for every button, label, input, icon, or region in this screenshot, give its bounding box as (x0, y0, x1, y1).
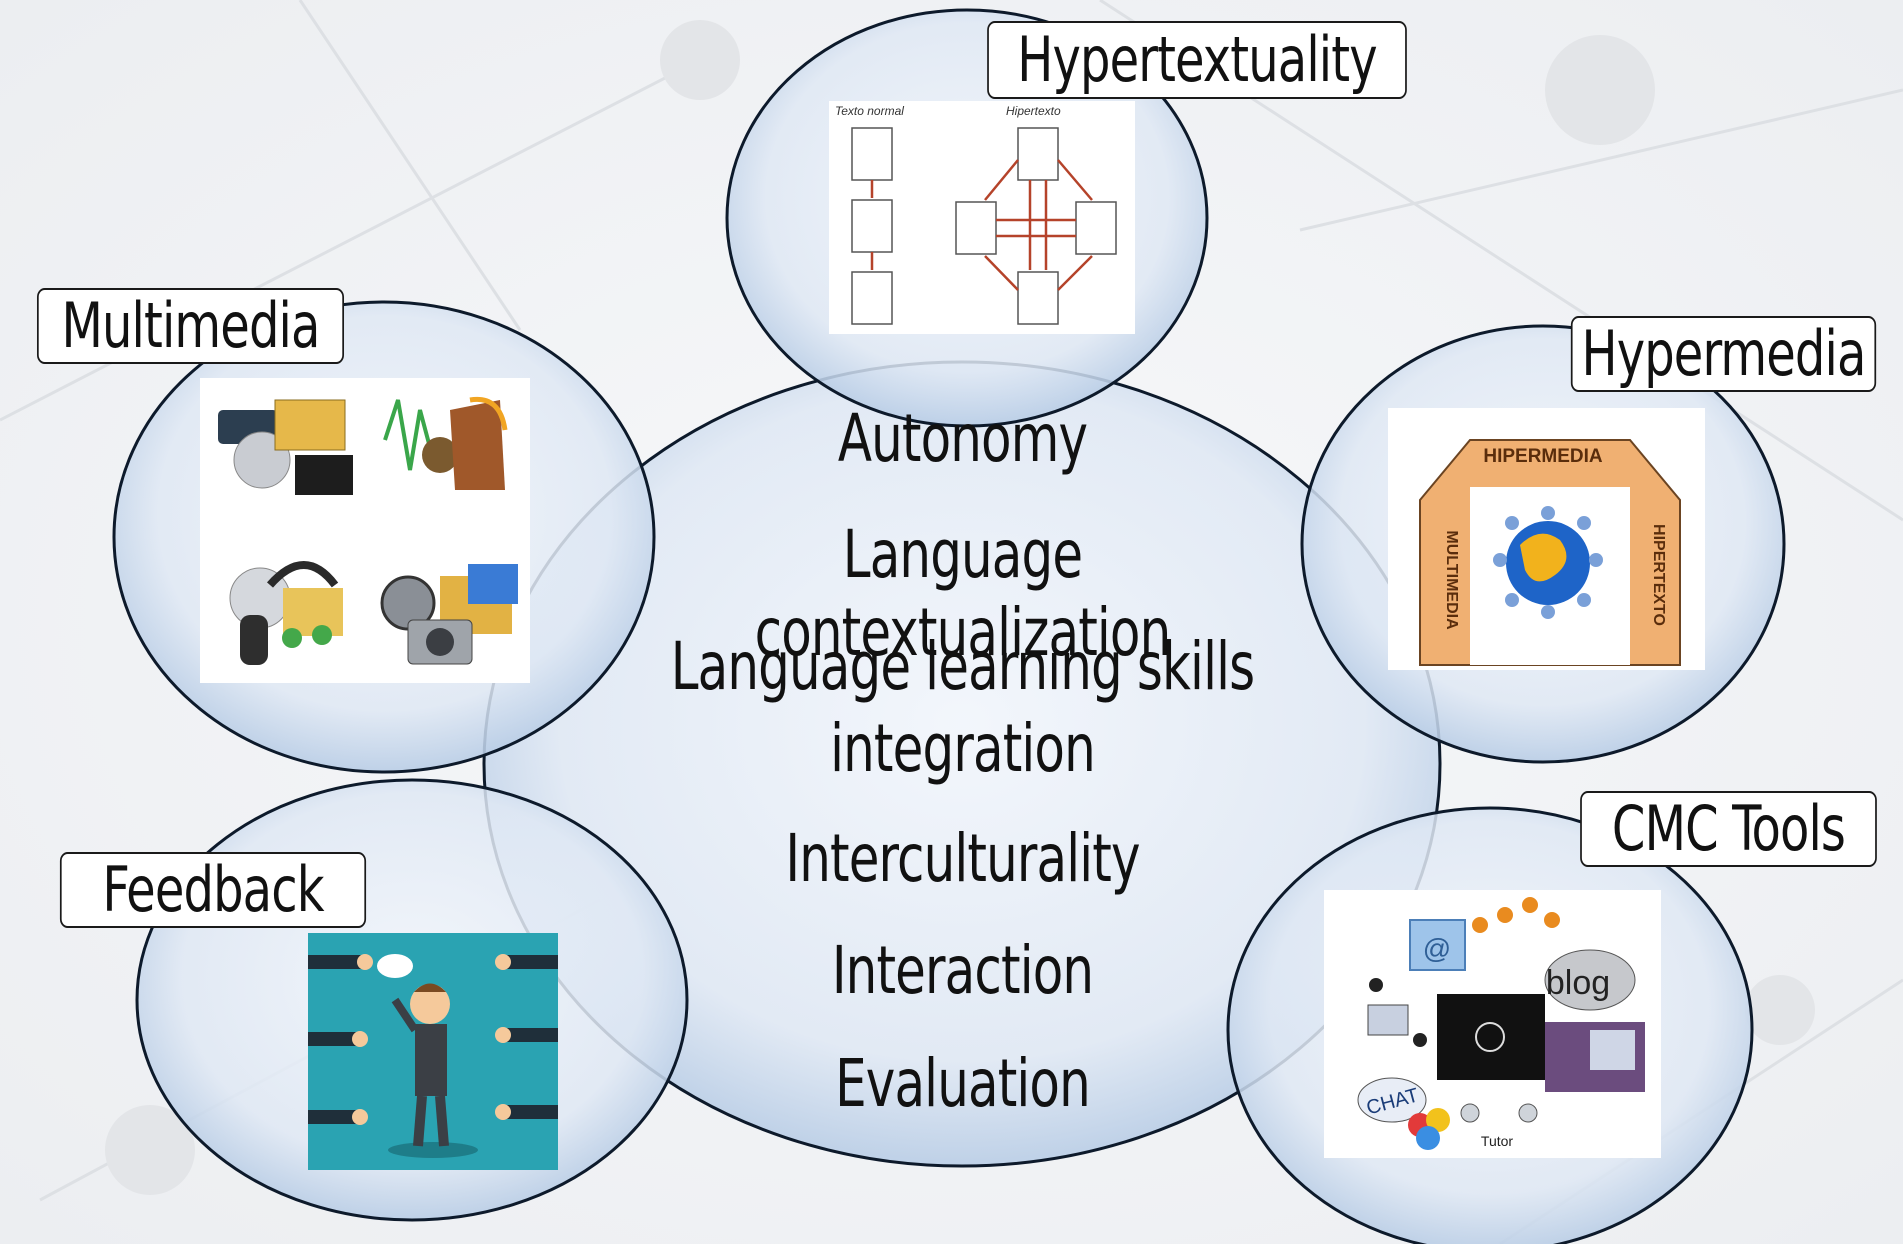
network-screen-icon (1437, 994, 1545, 1080)
colorful-people-icon (1408, 1108, 1450, 1150)
businessman-figure (391, 983, 450, 1147)
center-item-language-learning-skills: Language learning skills (670, 628, 1255, 705)
girl-computer-photo (1545, 1022, 1645, 1092)
tutor-text: Tutor (1481, 1133, 1513, 1149)
center-item-interaction: Interaction (831, 932, 1094, 1009)
computer-users-icon (1367, 978, 1427, 1047)
music-headphones-icon (229, 561, 343, 665)
hypermedia-image: HIPERMEDIA MULTIMEDIA HIPERTEXTO (1388, 408, 1705, 670)
tutor-icon: Tutor (1460, 1103, 1538, 1149)
multimedia-icons-image (200, 378, 530, 683)
multimedia-banner-text: MULTIMEDIA (1443, 530, 1460, 630)
hipertexto-banner-text: HIPERTEXTO (1650, 524, 1667, 626)
hypertext-diagram-image: Texto normal Hipertexto (829, 101, 1135, 334)
center-item-interculturality: Interculturality (785, 820, 1140, 897)
caption-texto-normal: Texto normal (835, 104, 904, 118)
center-item-language-contextualization: Language contextualization (754, 516, 1172, 671)
feedback-thumbs-up-image (308, 933, 558, 1170)
label-feedback: Feedback (59, 852, 367, 928)
label-hypermedia: Hypermedia (1570, 316, 1877, 392)
email-icon: @ (1409, 919, 1466, 971)
label-multimedia: Multimedia (36, 288, 345, 364)
center-item-integration: integration (830, 710, 1096, 787)
svg-text:@: @ (1423, 933, 1451, 964)
people-chain-icon (1472, 897, 1560, 933)
photo-camera-icon (380, 564, 518, 665)
label-cmc-tools: CMC Tools (1580, 791, 1877, 867)
blog-text: blog (1546, 964, 1610, 1002)
globe-icon (1506, 521, 1590, 605)
center-item-evaluation: Evaluation (835, 1045, 1091, 1122)
video-camera-icon (218, 399, 353, 495)
caption-hipertexto: Hipertexto (1006, 104, 1061, 118)
chat-bubble-icon: CHAT (1357, 1077, 1427, 1123)
hipermedia-banner-text: HIPERMEDIA (1483, 446, 1603, 467)
cmc-tools-image: @ blog CHAT (1324, 890, 1661, 1158)
center-item-autonomy: Autonomy (837, 400, 1088, 477)
audio-microphone-icon (383, 396, 508, 490)
blog-bubble-icon: blog (1544, 949, 1636, 1011)
label-hypertextuality: Hypertextuality (987, 21, 1407, 99)
